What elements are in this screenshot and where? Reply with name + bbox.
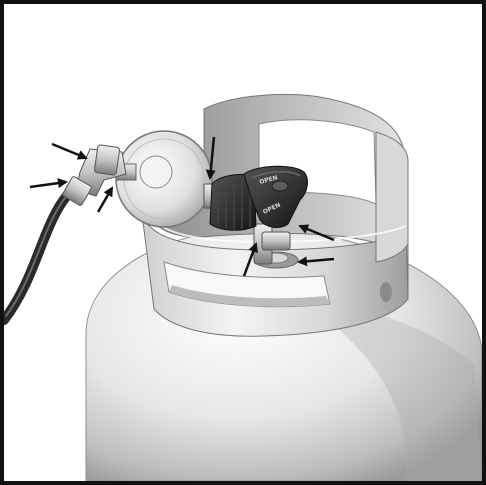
propane-tank-diagram: OPEN OPEN [4,4,482,481]
arrow-elbow-bottom [98,188,112,212]
arrow-elbow-top [52,144,86,158]
arrow-hose-nut [30,182,66,187]
regulator-cap [140,156,172,188]
collar-right-edge [376,132,408,262]
valve-spindle-cap [272,181,288,191]
collar-hole [380,282,392,302]
